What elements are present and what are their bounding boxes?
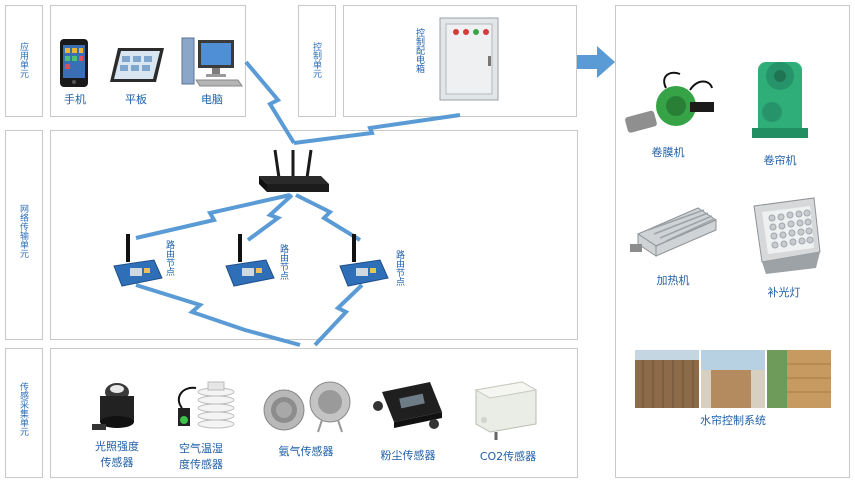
ammonia-sensor-label: 氨气传感器 bbox=[278, 445, 334, 458]
tablet-label: 平板 bbox=[125, 93, 147, 106]
computer-icon bbox=[181, 37, 243, 87]
co2-sensor-icon bbox=[474, 381, 538, 440]
heater-label: 加热机 bbox=[656, 274, 690, 287]
sensor-unit-label: 传感采集单元 bbox=[18, 382, 28, 436]
network-unit-panel bbox=[50, 130, 578, 340]
phone-icon bbox=[60, 39, 88, 87]
phone-label: 手机 bbox=[64, 93, 86, 106]
light-sensor-icon bbox=[92, 383, 134, 430]
fill-light-icon bbox=[753, 197, 821, 274]
curtain-roller-label: 卷帘机 bbox=[763, 154, 797, 167]
temp-humidity-sensor-icon bbox=[177, 381, 235, 429]
fill-light-label: 补光灯 bbox=[767, 286, 801, 299]
co2-sensor-label: CO2传感器 bbox=[479, 450, 537, 463]
temp-humidity-sensor-label: 空气温湿 度传感器 bbox=[179, 442, 223, 471]
curtain-roller-icon bbox=[752, 62, 808, 138]
sensor-unit-header bbox=[5, 348, 43, 478]
network-unit-label: 网络传输单元 bbox=[18, 204, 28, 258]
film-roller-label: 卷膜机 bbox=[651, 146, 685, 159]
route-node-label-1: 路由节点 bbox=[164, 240, 174, 276]
control-unit-header bbox=[298, 5, 336, 117]
route-node-label-2: 路由节点 bbox=[278, 244, 288, 280]
water-curtain-icon bbox=[635, 350, 831, 408]
network-unit-header bbox=[5, 130, 43, 340]
computer-label: 电脑 bbox=[201, 93, 223, 106]
app-unit-label: 应用单元 bbox=[18, 42, 28, 78]
route-node-icon-3 bbox=[339, 234, 389, 287]
dust-sensor-icon bbox=[373, 382, 442, 429]
water-curtain-label: 水帘控制系统 bbox=[700, 414, 766, 427]
light-sensor-label: 光照强度 传感器 bbox=[95, 440, 139, 469]
film-roller-icon bbox=[625, 71, 714, 133]
control-box-label: 控制配电箱 bbox=[414, 28, 424, 73]
flow-arrow bbox=[577, 46, 615, 78]
router-icon bbox=[259, 149, 329, 192]
heater-icon bbox=[630, 207, 718, 257]
route-node-icon-2 bbox=[225, 234, 275, 287]
ammonia-sensor-icon bbox=[263, 381, 351, 433]
route-node-icon-1 bbox=[113, 234, 163, 287]
control-box-icon bbox=[439, 17, 499, 101]
route-node-label-3: 路由节点 bbox=[394, 250, 404, 286]
dust-sensor-label: 粉尘传感器 bbox=[380, 449, 436, 462]
app-unit-header bbox=[5, 5, 43, 117]
control-unit-label: 控制单元 bbox=[311, 42, 321, 78]
tablet-icon bbox=[110, 48, 164, 82]
